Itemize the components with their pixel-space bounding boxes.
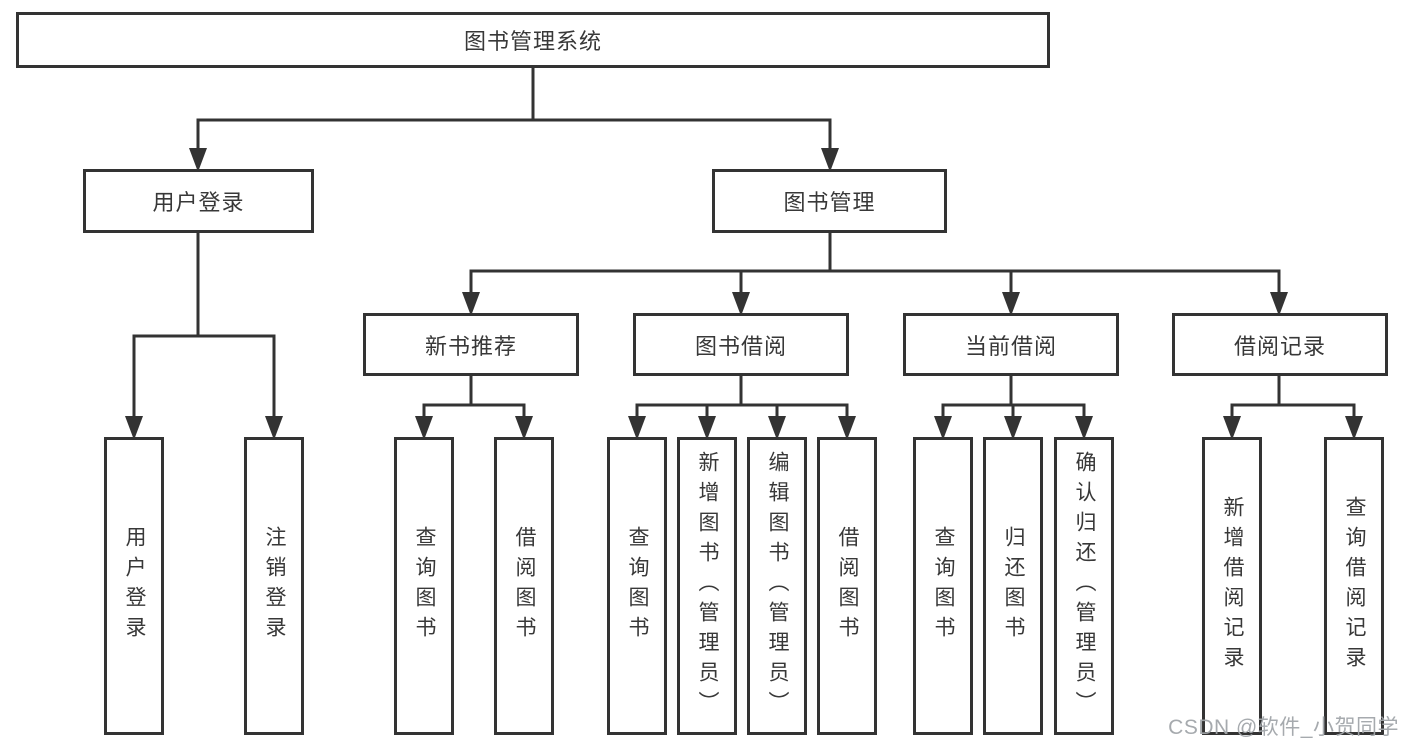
leaf-borrow-books-recommend: 借阅图书 xyxy=(494,437,554,735)
node-label: 新书推荐 xyxy=(424,333,517,359)
node-label: 当前借阅 xyxy=(964,333,1057,359)
node-book-borrow: 图书借阅 xyxy=(633,313,849,376)
leaf-label: 查询图书 xyxy=(932,526,955,646)
leaf-label: 归还图书 xyxy=(1002,526,1025,646)
node-label: 用户登录 xyxy=(152,190,245,215)
leaf-user-login: 用户登录 xyxy=(104,437,164,735)
node-root-library-system: 图书管理系统 xyxy=(16,12,1050,68)
leaf-label: 编辑图书（管理员） xyxy=(766,451,789,721)
leaf-label: 查询图书 xyxy=(413,526,436,646)
leaf-label: 新增借阅记录 xyxy=(1221,496,1244,676)
leaf-label: 借阅图书 xyxy=(836,526,859,646)
node-label: 借阅记录 xyxy=(1233,333,1326,359)
leaf-label: 确认归还（管理员） xyxy=(1073,451,1096,721)
node-book-management: 图书管理 xyxy=(712,169,947,233)
leaf-borrow-books: 借阅图书 xyxy=(817,437,877,735)
node-new-book-recommend: 新书推荐 xyxy=(363,313,579,376)
leaf-label: 查询借阅记录 xyxy=(1343,496,1366,676)
leaf-query-books-current: 查询图书 xyxy=(913,437,973,735)
leaf-label: 新增图书（管理员） xyxy=(696,451,719,721)
node-borrow-record: 借阅记录 xyxy=(1172,313,1388,376)
leaf-logout: 注销登录 xyxy=(244,437,304,735)
leaf-label: 用户登录 xyxy=(123,526,146,646)
leaf-confirm-return-admin: 确认归还（管理员） xyxy=(1054,437,1114,735)
leaf-query-books-recommend: 查询图书 xyxy=(394,437,454,735)
csdn-watermark: CSDN @软件_小贺同学 xyxy=(1168,716,1399,739)
leaf-query-borrow-record: 查询借阅记录 xyxy=(1324,437,1384,735)
node-label: 图书管理 xyxy=(783,190,876,215)
leaf-edit-books-admin: 编辑图书（管理员） xyxy=(747,437,807,735)
leaf-add-books-admin: 新增图书（管理员） xyxy=(677,437,737,735)
leaf-label: 借阅图书 xyxy=(513,526,536,646)
node-user-login: 用户登录 xyxy=(83,169,314,233)
node-current-borrow: 当前借阅 xyxy=(903,313,1119,376)
node-label: 图书借阅 xyxy=(694,333,787,359)
leaf-label: 查询图书 xyxy=(626,526,649,646)
leaf-query-books-borrow: 查询图书 xyxy=(607,437,667,735)
node-label: 图书管理系统 xyxy=(463,29,602,54)
leaf-return-books: 归还图书 xyxy=(983,437,1043,735)
leaf-label: 注销登录 xyxy=(263,526,286,646)
leaf-add-borrow-record: 新增借阅记录 xyxy=(1202,437,1262,735)
